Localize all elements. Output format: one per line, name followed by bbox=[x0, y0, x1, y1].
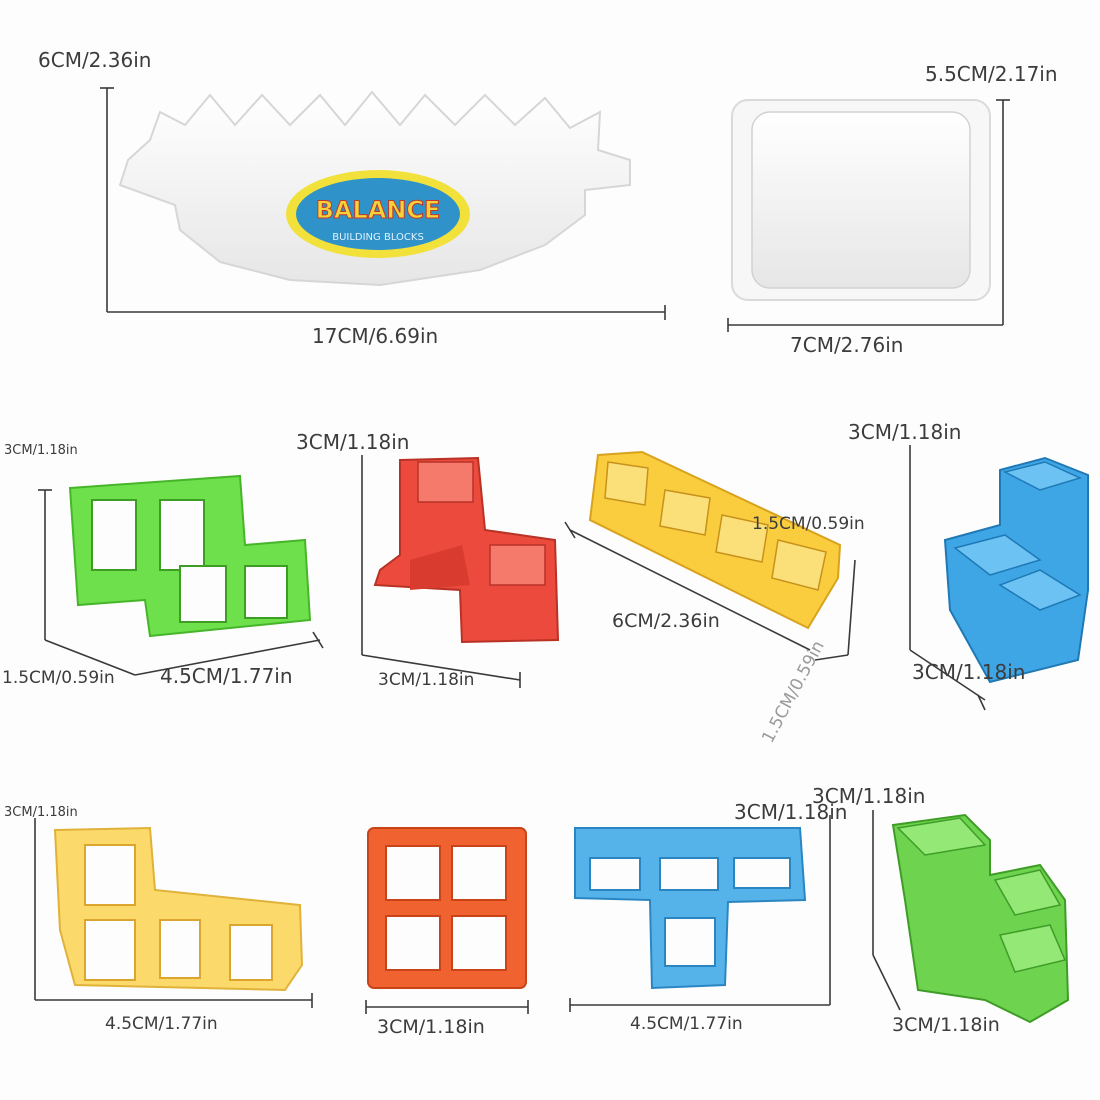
yellow-i-block bbox=[588, 450, 842, 630]
green-z-width-label: 3CM/1.18in bbox=[892, 1014, 1000, 1036]
base-length-label: 7CM/2.76in bbox=[790, 333, 904, 357]
blue-l-width-label: 3CM/1.18in bbox=[912, 660, 1026, 684]
logo-title: BALANCE bbox=[316, 196, 441, 224]
blue-t-dimension-lines bbox=[569, 815, 831, 1012]
green-z-height-label: 3CM/1.18in bbox=[812, 784, 926, 808]
red-l-dimension-lines bbox=[361, 455, 521, 688]
yellow-l-dimension-lines bbox=[34, 818, 313, 1008]
green-s-block bbox=[68, 474, 312, 638]
yellow-l-length-label: 4.5CM/1.77in bbox=[105, 1014, 218, 1034]
orange-o-dimension-lines bbox=[365, 1000, 529, 1014]
orange-o-block bbox=[367, 827, 527, 989]
green-s-dimension-lines bbox=[38, 489, 324, 676]
yellow-l-block bbox=[53, 826, 304, 992]
red-l-width-label: 3CM/1.18in bbox=[378, 670, 475, 690]
green-s-depth-label: 1.5CM/0.59in bbox=[2, 668, 115, 688]
logo-subtitle: BUILDING BLOCKS bbox=[332, 232, 424, 243]
white-base bbox=[731, 99, 991, 301]
blue-t-block bbox=[574, 827, 807, 990]
blue-t-length-label: 4.5CM/1.77in bbox=[630, 1014, 743, 1034]
orange-o-width-label: 3CM/1.18in bbox=[377, 1016, 485, 1038]
blue-l-height-label: 3CM/1.18in bbox=[848, 420, 962, 444]
blue-l-block bbox=[943, 456, 1089, 684]
balance-dimension-lines bbox=[100, 87, 666, 320]
green-z-block bbox=[891, 813, 1070, 1024]
yellow-i-dimension-lines bbox=[564, 521, 856, 661]
red-l-height-label: 3CM/1.18in bbox=[296, 430, 410, 454]
red-l-block bbox=[373, 456, 560, 644]
yellow-i-length-label: 6CM/2.36in bbox=[612, 610, 720, 632]
base-dimension-lines bbox=[727, 99, 1010, 332]
base-height-label: 5.5CM/2.17in bbox=[925, 62, 1058, 86]
blue-t-height-label: 3CM/1.18in bbox=[734, 800, 848, 824]
blue-l-dimension-lines bbox=[909, 445, 986, 711]
green-z-dimension-lines bbox=[872, 810, 901, 1011]
green-s-height-label: 3CM/1.18in bbox=[4, 443, 78, 458]
balance-board: BALANCE BUILDING BLOCKS bbox=[118, 90, 631, 287]
yellow-i-width-label: 1.5CM/0.59in bbox=[752, 514, 865, 534]
balance-length-label: 17CM/6.69in bbox=[312, 324, 439, 348]
balance-height-label: 6CM/2.36in bbox=[38, 48, 152, 72]
yellow-l-height-label: 3CM/1.18in bbox=[4, 805, 78, 820]
green-s-length-label: 4.5CM/1.77in bbox=[160, 664, 293, 688]
